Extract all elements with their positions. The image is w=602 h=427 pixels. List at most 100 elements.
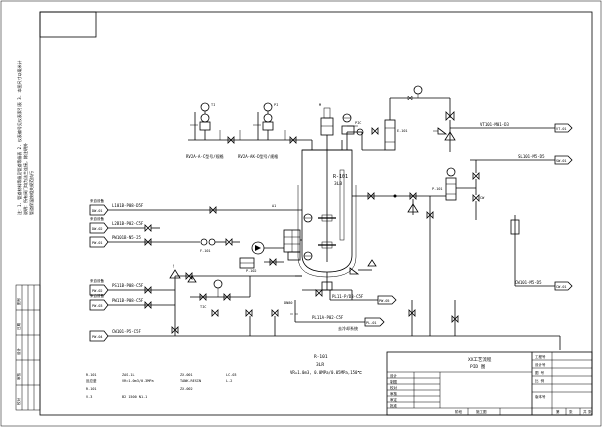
legend-col4-1: L-2 xyxy=(226,379,232,383)
upper-feed-label-2: RV2A-AK-D型号/规格 xyxy=(238,153,278,159)
left-stream-tag-1: DW-02 xyxy=(92,227,103,231)
equipment-note-tag: R-101 xyxy=(314,354,328,360)
title-block: XX工艺流程 PID 图 设计 制图 校对 审核 审定 批准 工程号 设计号 图… xyxy=(386,351,593,416)
left-stream-tag-3: PW-02 xyxy=(92,289,103,293)
tb-bottom-1: 施工图 xyxy=(476,409,487,414)
tb-bottom-4: 共 xyxy=(583,409,587,414)
reactor-sub: 3LB xyxy=(334,181,342,187)
tb-bottom-2: 第 xyxy=(556,409,560,414)
left-stream-line-4: PW11B-P08-C5F xyxy=(112,298,144,303)
legend-col2-1: VR=1.0m3/0.3MPa xyxy=(122,379,154,383)
heat-exchanger: P-101 CW xyxy=(432,160,485,205)
svg-text:DN80: DN80 xyxy=(284,301,292,305)
right-stream-line-2: CW101-M5-D5 xyxy=(515,280,542,285)
tb-left-0: 设计 xyxy=(390,373,398,378)
feed-tank-1: TI xyxy=(190,102,215,140)
side-label-2: 设计 xyxy=(16,348,21,356)
drawing-title-2: PID 图 xyxy=(470,364,486,370)
tb-right-2: 图 号 xyxy=(535,370,545,375)
legend-col3-1: TANK-RESIN xyxy=(180,379,201,383)
svg-text:CW: CW xyxy=(480,196,485,200)
right-stream-tag-3: PW-05 xyxy=(379,299,390,303)
left-offpage-0 xyxy=(89,204,109,216)
svg-text:F-101: F-101 xyxy=(200,249,211,253)
left-stream-name-4: 来自设备 xyxy=(90,293,104,298)
left-stream-line-0: L101B-P08-D5F xyxy=(112,203,144,208)
left-stream-tag-5: PW-04 xyxy=(92,335,103,339)
right-stream-tag-2: CW-01 xyxy=(556,285,567,289)
legend-col1-1: 反应釜 xyxy=(86,378,97,383)
legend-col4-0: LC-03 xyxy=(226,373,237,377)
left-offpage-4 xyxy=(89,299,109,311)
right-stream-tag-4: PL-01 xyxy=(366,321,377,325)
equipment-note: R-101 3LR VR=1.0m3, 0.0MPa/0.05MPa,150℃ xyxy=(290,354,362,375)
right-offpage-3 xyxy=(377,295,397,305)
left-stream-line-5: CW101-P5-C5F xyxy=(112,329,141,334)
tb-right-0: 工程号 xyxy=(535,354,546,359)
left-offpage-2 xyxy=(89,236,109,248)
svg-text:E-101: E-101 xyxy=(397,129,408,133)
corner-box xyxy=(39,11,97,38)
svg-text:TI: TI xyxy=(211,103,215,107)
equipment-note-spec: VR=1.0m3, 0.0MPa/0.05MPa,150℃ xyxy=(290,370,362,375)
right-stream-tag-1: SW-01 xyxy=(556,159,567,163)
right-stream-line-3: PL11-P/D3-C5F xyxy=(332,294,364,299)
right-offpage-0 xyxy=(554,123,573,133)
tb-left-4: 审定 xyxy=(390,397,398,402)
tb-left-1: 制图 xyxy=(390,379,398,384)
condenser: E-101 xyxy=(347,85,451,151)
svg-text:!: ! xyxy=(172,264,174,269)
svg-text:PI: PI xyxy=(274,103,278,107)
legend-col1-2: R-101 xyxy=(86,387,97,391)
right-offpage-4 xyxy=(364,317,385,327)
legend-col3-2: ZX-002 xyxy=(180,387,193,391)
legend-block: R-101 反应釜 R-101 V-3 ZAS-1L VR=1.0m3/0.3M… xyxy=(86,373,237,399)
right-stream-line-4: PL11A-P02-C5F xyxy=(312,315,344,320)
tb-left-3: 审核 xyxy=(390,391,398,396)
left-stream-name-3: 来自设备 xyxy=(90,278,104,283)
right-stream-line-1: SL101-M5-D5 xyxy=(518,154,545,159)
side-label-4: 校对 xyxy=(16,398,21,406)
svg-text:M: M xyxy=(319,103,321,107)
left-stream-line-1: L2B1B-P02-C5F xyxy=(112,221,144,226)
left-stream-tag-0: DW-01 xyxy=(92,209,103,213)
svg-text:PIC: PIC xyxy=(355,121,361,125)
side-label-3: 审核 xyxy=(16,373,21,381)
left-stream-tag-4: PW-03 xyxy=(92,304,103,308)
left-offpage-3 xyxy=(89,284,109,296)
tb-bottom-5: 张 xyxy=(588,409,592,414)
side-note-text-3: 管道保温按相关规范执行 xyxy=(28,171,34,215)
svg-text:去冷却系统: 去冷却系统 xyxy=(338,325,358,331)
left-stream-tag-2: PW-01 xyxy=(92,241,103,245)
legend-col1-3: V-3 xyxy=(86,395,92,399)
tb-right-1: 设计号 xyxy=(535,362,546,367)
left-stream-line-2: PW101B-N5-25 xyxy=(112,235,141,240)
side-strip: 注：1. 管道材料等级见管道等级表 2. 仪表编号见仪表索引表 3. 本图尺寸以… xyxy=(15,61,41,411)
tb-left-2: 校对 xyxy=(390,385,398,390)
left-offpage-1 xyxy=(89,222,109,234)
right-stream-line-0: VT101-M01-D3 xyxy=(480,122,509,127)
right-offpage-1 xyxy=(554,155,573,165)
left-offpage-5 xyxy=(89,330,109,342)
side-label-1: 日期 xyxy=(16,323,21,331)
svg-text:TIC: TIC xyxy=(200,305,206,309)
svg-text:P-101: P-101 xyxy=(432,187,443,191)
equipment-note-sub: 3LR xyxy=(316,362,324,368)
upper-feed-label-1: RV2A-A-C型号/规格 xyxy=(186,153,224,159)
pump-cluster: P-102 xyxy=(239,229,302,273)
drawing-title-1: XX工艺流程 xyxy=(468,356,492,363)
inner-border xyxy=(39,11,593,416)
tb-bottom-3: 张 xyxy=(569,409,573,414)
svg-text:P-102: P-102 xyxy=(246,269,257,273)
tb-right-4: 版本号 xyxy=(535,394,546,399)
side-note-text: 注：1. 管道材料等级见管道等级表 2. 仪表编号见仪表索引表 3. 本图尺寸以… xyxy=(16,61,22,216)
tb-right-3: 比 例 xyxy=(535,378,545,383)
reactor-tag: R-101 xyxy=(333,174,348,180)
side-note-text-2: 说明：所有阀门均为法兰连接，除注明外 xyxy=(22,143,28,215)
agitator-motor xyxy=(320,117,334,136)
right-stream-tag-0: VT-01 xyxy=(556,127,567,131)
legend-col3-0: ZX-001 xyxy=(180,373,193,377)
svg-text:A1: A1 xyxy=(272,204,276,208)
